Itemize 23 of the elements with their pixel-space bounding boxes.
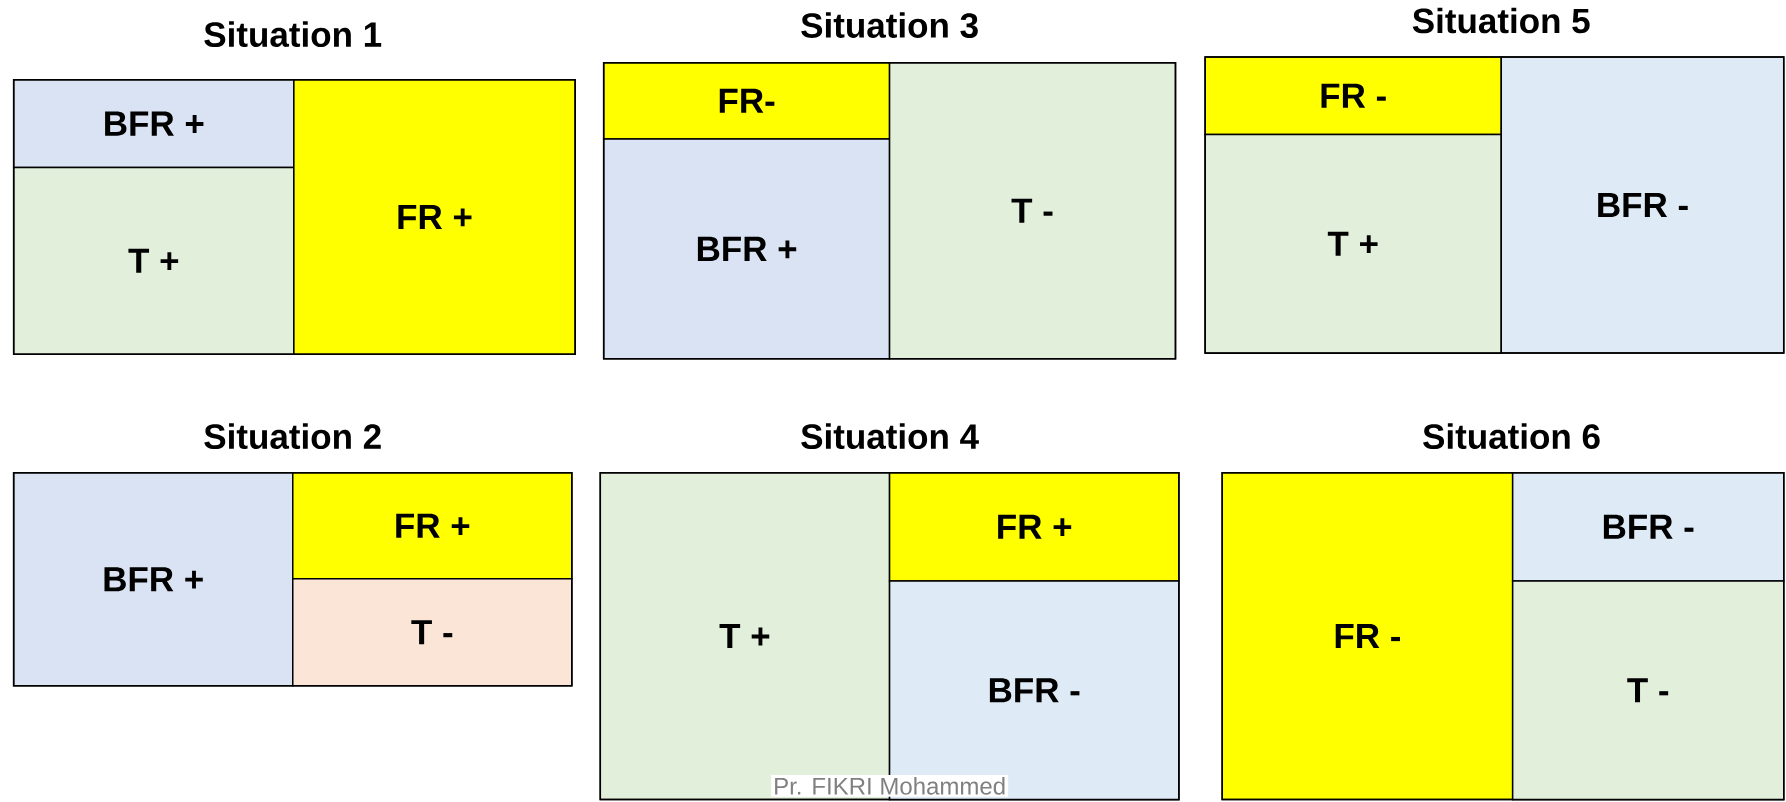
cell-box: T + <box>1204 133 1502 354</box>
cell-box: FR - <box>1221 471 1514 801</box>
panel-title: Situation 4 <box>801 423 979 450</box>
footer-text: Pr. FIKRI Mohammed <box>771 775 1009 797</box>
panel-title: Situation 1 <box>204 21 382 48</box>
cell-box: BFR + <box>12 79 295 169</box>
cell-box: BFR - <box>1511 471 1785 582</box>
cell-box: FR + <box>293 79 576 355</box>
cell-box: BFR - <box>1500 56 1785 354</box>
cell-box: T + <box>12 166 295 355</box>
cell-box: T - <box>292 577 573 687</box>
cell-box: FR - <box>1204 56 1502 136</box>
cell-box: T - <box>888 61 1177 360</box>
cell-box: T - <box>1511 580 1785 801</box>
cell-box: BFR + <box>12 471 294 687</box>
cell-box: BFR + <box>602 138 891 360</box>
panel-title: Situation 6 <box>1423 423 1600 450</box>
cell-box: FR + <box>292 472 573 580</box>
panel-title: Situation 3 <box>801 12 978 38</box>
panel-title: Situation 2 <box>204 423 381 450</box>
cell-box: FR + <box>888 471 1180 582</box>
cell-box: FR- <box>602 61 891 140</box>
panel-title: Situation 5 <box>1412 7 1590 34</box>
